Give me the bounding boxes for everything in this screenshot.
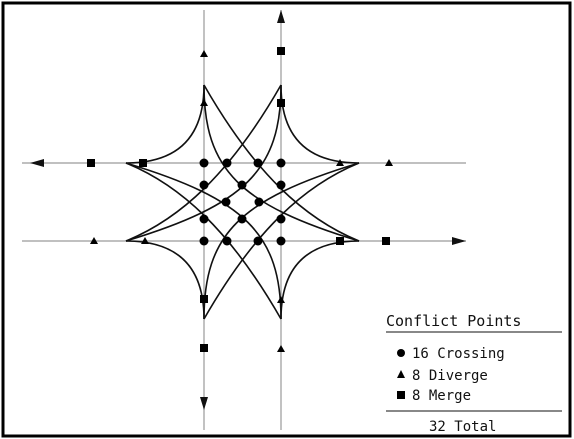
legend-crossing-icon bbox=[397, 349, 405, 357]
merge-point bbox=[336, 237, 344, 245]
crossing-point bbox=[276, 158, 286, 168]
merge-points bbox=[87, 47, 390, 352]
legend-merge-icon bbox=[397, 391, 405, 399]
left-turn-curve-3 bbox=[203, 162, 360, 320]
diverge-point bbox=[200, 99, 208, 106]
merge-point bbox=[382, 237, 390, 245]
diverge-point bbox=[277, 345, 285, 352]
arrow-down-icon bbox=[200, 397, 208, 410]
crossing-point bbox=[237, 180, 247, 190]
right-turn-arc-ne bbox=[280, 84, 360, 164]
legend-item-crossing: 16 Crossing bbox=[412, 346, 505, 362]
left-turn-curve-4 bbox=[125, 162, 282, 320]
crossing-points bbox=[199, 158, 286, 246]
crossing-point bbox=[253, 236, 263, 246]
arrow-left-icon bbox=[30, 159, 44, 167]
merge-point bbox=[200, 295, 208, 303]
diverge-point bbox=[385, 159, 393, 166]
crossing-point bbox=[199, 180, 209, 190]
crossing-point bbox=[199, 236, 209, 246]
legend-title: Conflict Points bbox=[386, 312, 521, 330]
legend-total: 32 Total bbox=[429, 419, 496, 435]
left-turn-curve-2 bbox=[125, 84, 282, 242]
right-turn-arc-nw bbox=[125, 84, 205, 164]
diverge-point bbox=[336, 159, 344, 166]
diverge-point bbox=[277, 296, 285, 303]
crossing-point bbox=[199, 214, 209, 224]
turn-paths bbox=[125, 84, 360, 320]
crossing-point bbox=[276, 236, 286, 246]
left-turn-curve-1 bbox=[203, 84, 360, 242]
crossing-point bbox=[276, 180, 286, 190]
crossing-point bbox=[221, 197, 231, 207]
legend-diverge-icon bbox=[397, 370, 405, 378]
right-turn-arc-sw bbox=[125, 240, 205, 320]
merge-point bbox=[87, 159, 95, 167]
legend-item-diverge: 8 Diverge bbox=[412, 368, 488, 384]
diverge-point bbox=[90, 237, 98, 244]
crossing-point bbox=[222, 158, 232, 168]
road-arrows bbox=[30, 10, 466, 410]
right-turn-arc-se bbox=[280, 240, 360, 320]
merge-point bbox=[200, 344, 208, 352]
arrow-up-icon bbox=[277, 10, 285, 23]
merge-point bbox=[139, 159, 147, 167]
diverge-point bbox=[200, 50, 208, 57]
merge-point bbox=[277, 99, 285, 107]
crossing-point bbox=[254, 197, 264, 207]
crossing-point bbox=[199, 158, 209, 168]
diverge-point bbox=[141, 237, 149, 244]
merge-point bbox=[277, 47, 285, 55]
diverge-points bbox=[90, 50, 393, 352]
crossing-point bbox=[222, 236, 232, 246]
legend-item-merge: 8 Merge bbox=[412, 388, 471, 404]
crossing-point bbox=[253, 158, 263, 168]
crossing-point bbox=[237, 214, 247, 224]
crossing-point bbox=[276, 214, 286, 224]
arrow-right-icon bbox=[452, 237, 466, 245]
legend: Conflict Points 16 Crossing 8 Diverge 8 … bbox=[386, 312, 562, 435]
